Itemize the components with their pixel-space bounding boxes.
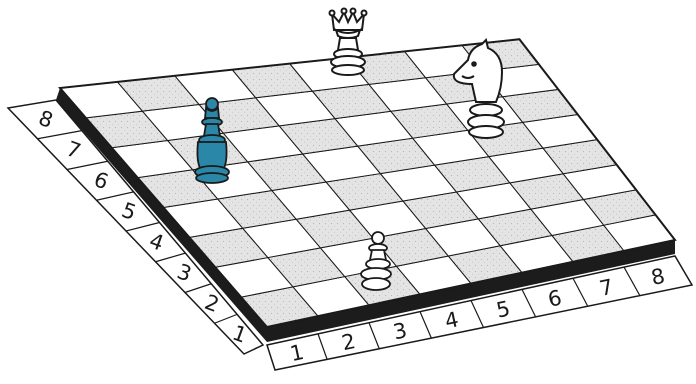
white-queen[interactable] [330, 9, 367, 76]
queen-icon [330, 9, 367, 76]
